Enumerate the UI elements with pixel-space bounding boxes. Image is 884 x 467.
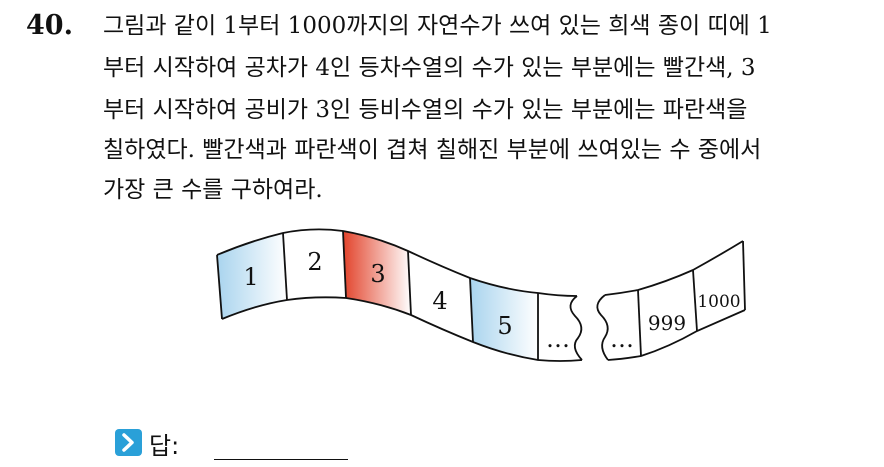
question-line-4: 칠하였다. 빨간색과 파란색이 겹쳐 칠해진 부분에 쓰여있는 수 중에서 [103,137,762,163]
cell-label-2: 2 [307,248,322,276]
cell-label-5: 5 [497,312,512,340]
tape-cell-999 [638,270,697,356]
question-line-5: 가장 큰 수를 구하여라. [103,177,323,203]
answer-blank[interactable] [214,459,348,460]
cell-label-999: 999 [648,311,686,335]
cell-label-1: 1 [243,263,258,291]
ellipsis-left: … [546,325,570,353]
question-line-1: 그림과 같이 1부터 1000까지의 자연수가 쓰여 있는 희색 종이 띠에 1 [103,13,772,39]
question-number: 40. [26,10,73,41]
tape-cell-3 [343,231,411,315]
tape-cell-1 [217,233,287,319]
tape-cell-4 [408,251,473,342]
tape-cell-5 [470,278,538,360]
tape-outline [216,228,746,362]
arrow-right-icon [115,429,142,456]
tape-cell-2 [283,229,346,300]
answer-label: 답: [149,432,180,460]
question-line-2: 부터 시작하여 공차가 4인 등차수열의 수가 있는 부분에는 빨간색, 3 [103,55,756,81]
cell-label-1000: 1000 [697,292,740,312]
question-line-3: 부터 시작하여 공비가 3인 등비수열의 수가 있는 부분에는 파란색을 [103,97,748,123]
ellipsis-right: … [610,325,634,353]
tape-cell-ellipsis-right [597,290,641,360]
cell-label-3: 3 [370,260,385,288]
cell-label-4: 4 [432,287,447,315]
